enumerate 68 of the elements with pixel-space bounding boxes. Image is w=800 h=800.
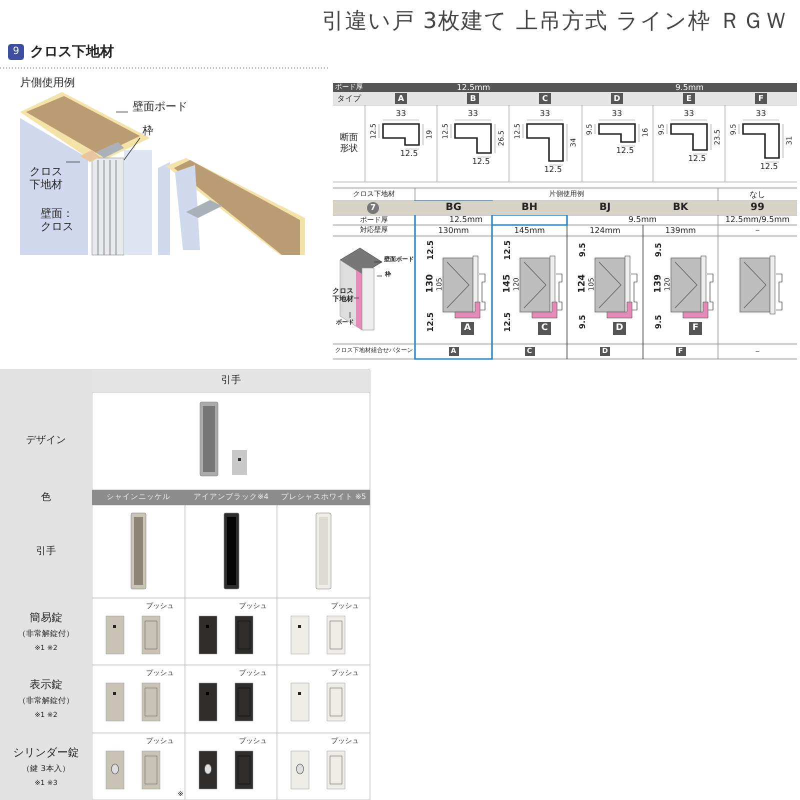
table-value: 9.5mm (627, 215, 658, 225)
row-header: デザイン (25, 434, 67, 448)
dimension-value: 12.5 (471, 157, 491, 167)
dimension-value: 9.5 (577, 314, 588, 332)
dimension-value: 145 (502, 274, 513, 296)
type-letter-badge: F (755, 93, 767, 104)
type-letter-badge: C (539, 93, 551, 104)
row-header: 色 (40, 490, 52, 505)
column-header: BK (643, 201, 718, 215)
dimension-value: 12.5 (543, 165, 563, 175)
dimension-value: 33 (610, 109, 624, 119)
row-header: 表示錠 (28, 677, 64, 693)
dimension-value: 33 (394, 109, 408, 119)
type-letter-badge: A (461, 322, 474, 335)
dimension-value: 33 (538, 109, 552, 119)
type-letter-badge: E (683, 93, 695, 104)
page-title: 引違い戸 3枚建て 上吊方式 ライン枠 ＲＧＷ (322, 8, 788, 36)
dimension-value: 12.5 (425, 312, 436, 332)
column-header: BH (492, 201, 567, 215)
dimension-value: 9.5 (653, 242, 664, 260)
row-header: シリンダー錠 (12, 745, 80, 761)
type-letter-badge: D (611, 93, 623, 104)
row-header: 引手 (35, 544, 57, 559)
dimension-value: 12.5 (615, 146, 635, 156)
column-header: 99 (718, 201, 797, 215)
type-letter-badge: F (689, 322, 702, 335)
dimension-value: 139 (653, 274, 664, 296)
row-header: 簡易錠 (28, 610, 64, 626)
dimension-value: 124 (577, 274, 588, 296)
dimension-value: 33 (682, 109, 696, 119)
column-header: BJ (567, 201, 643, 215)
row-header-note: （鍵 3本入） (21, 763, 71, 775)
dimension-value: 33 (466, 109, 480, 119)
caption-text: 片側使用例 (20, 76, 76, 90)
table-value: 139mm (664, 225, 697, 236)
dimension-value: 12.5 (399, 149, 419, 159)
dimension-value: 130 (425, 274, 436, 296)
table-value: 12.5mm (448, 215, 484, 225)
type-letter-badge: A (395, 93, 407, 104)
section-number-badge: 9 (8, 44, 24, 60)
row-header-note: （非常解錠付） (17, 695, 75, 707)
dimension-value: 12.5 (759, 162, 779, 172)
column-header: BG (415, 201, 492, 215)
column-header: 引手 (92, 370, 370, 392)
column-header: 9.5mm (582, 83, 797, 92)
table-value: 124mm (588, 225, 622, 236)
row-header: タイプ (336, 92, 362, 105)
type-letter-badge: C (538, 322, 551, 335)
row-header-note: （非常解錠付） (17, 628, 75, 640)
table-value: 130mm (437, 225, 470, 236)
table-value: － (752, 346, 762, 358)
dimension-value: 12.5 (502, 312, 513, 332)
type-letter-badge: D (613, 322, 626, 335)
dimension-value: 33 (754, 109, 768, 119)
section-heading: クロス下地材 (30, 42, 115, 62)
dimension-value: 12.5 (502, 240, 513, 260)
wall-finish-label: 壁面：クロス (40, 206, 74, 235)
type-letter-badge: B (467, 93, 479, 104)
table-value: 145mm (513, 225, 546, 236)
dimension-value: 12.5 (687, 154, 707, 164)
row-header: 断面形状 (339, 132, 359, 156)
column-header: なし (748, 188, 766, 201)
dimension-value: 9.5 (577, 242, 588, 260)
table-value: － (752, 225, 762, 236)
table-value: 12.5mm/9.5mm (724, 215, 791, 225)
dimension-value: 9.5 (653, 314, 664, 332)
dimension-value: 12.5 (425, 240, 436, 260)
column-header: 12.5mm (365, 83, 582, 92)
